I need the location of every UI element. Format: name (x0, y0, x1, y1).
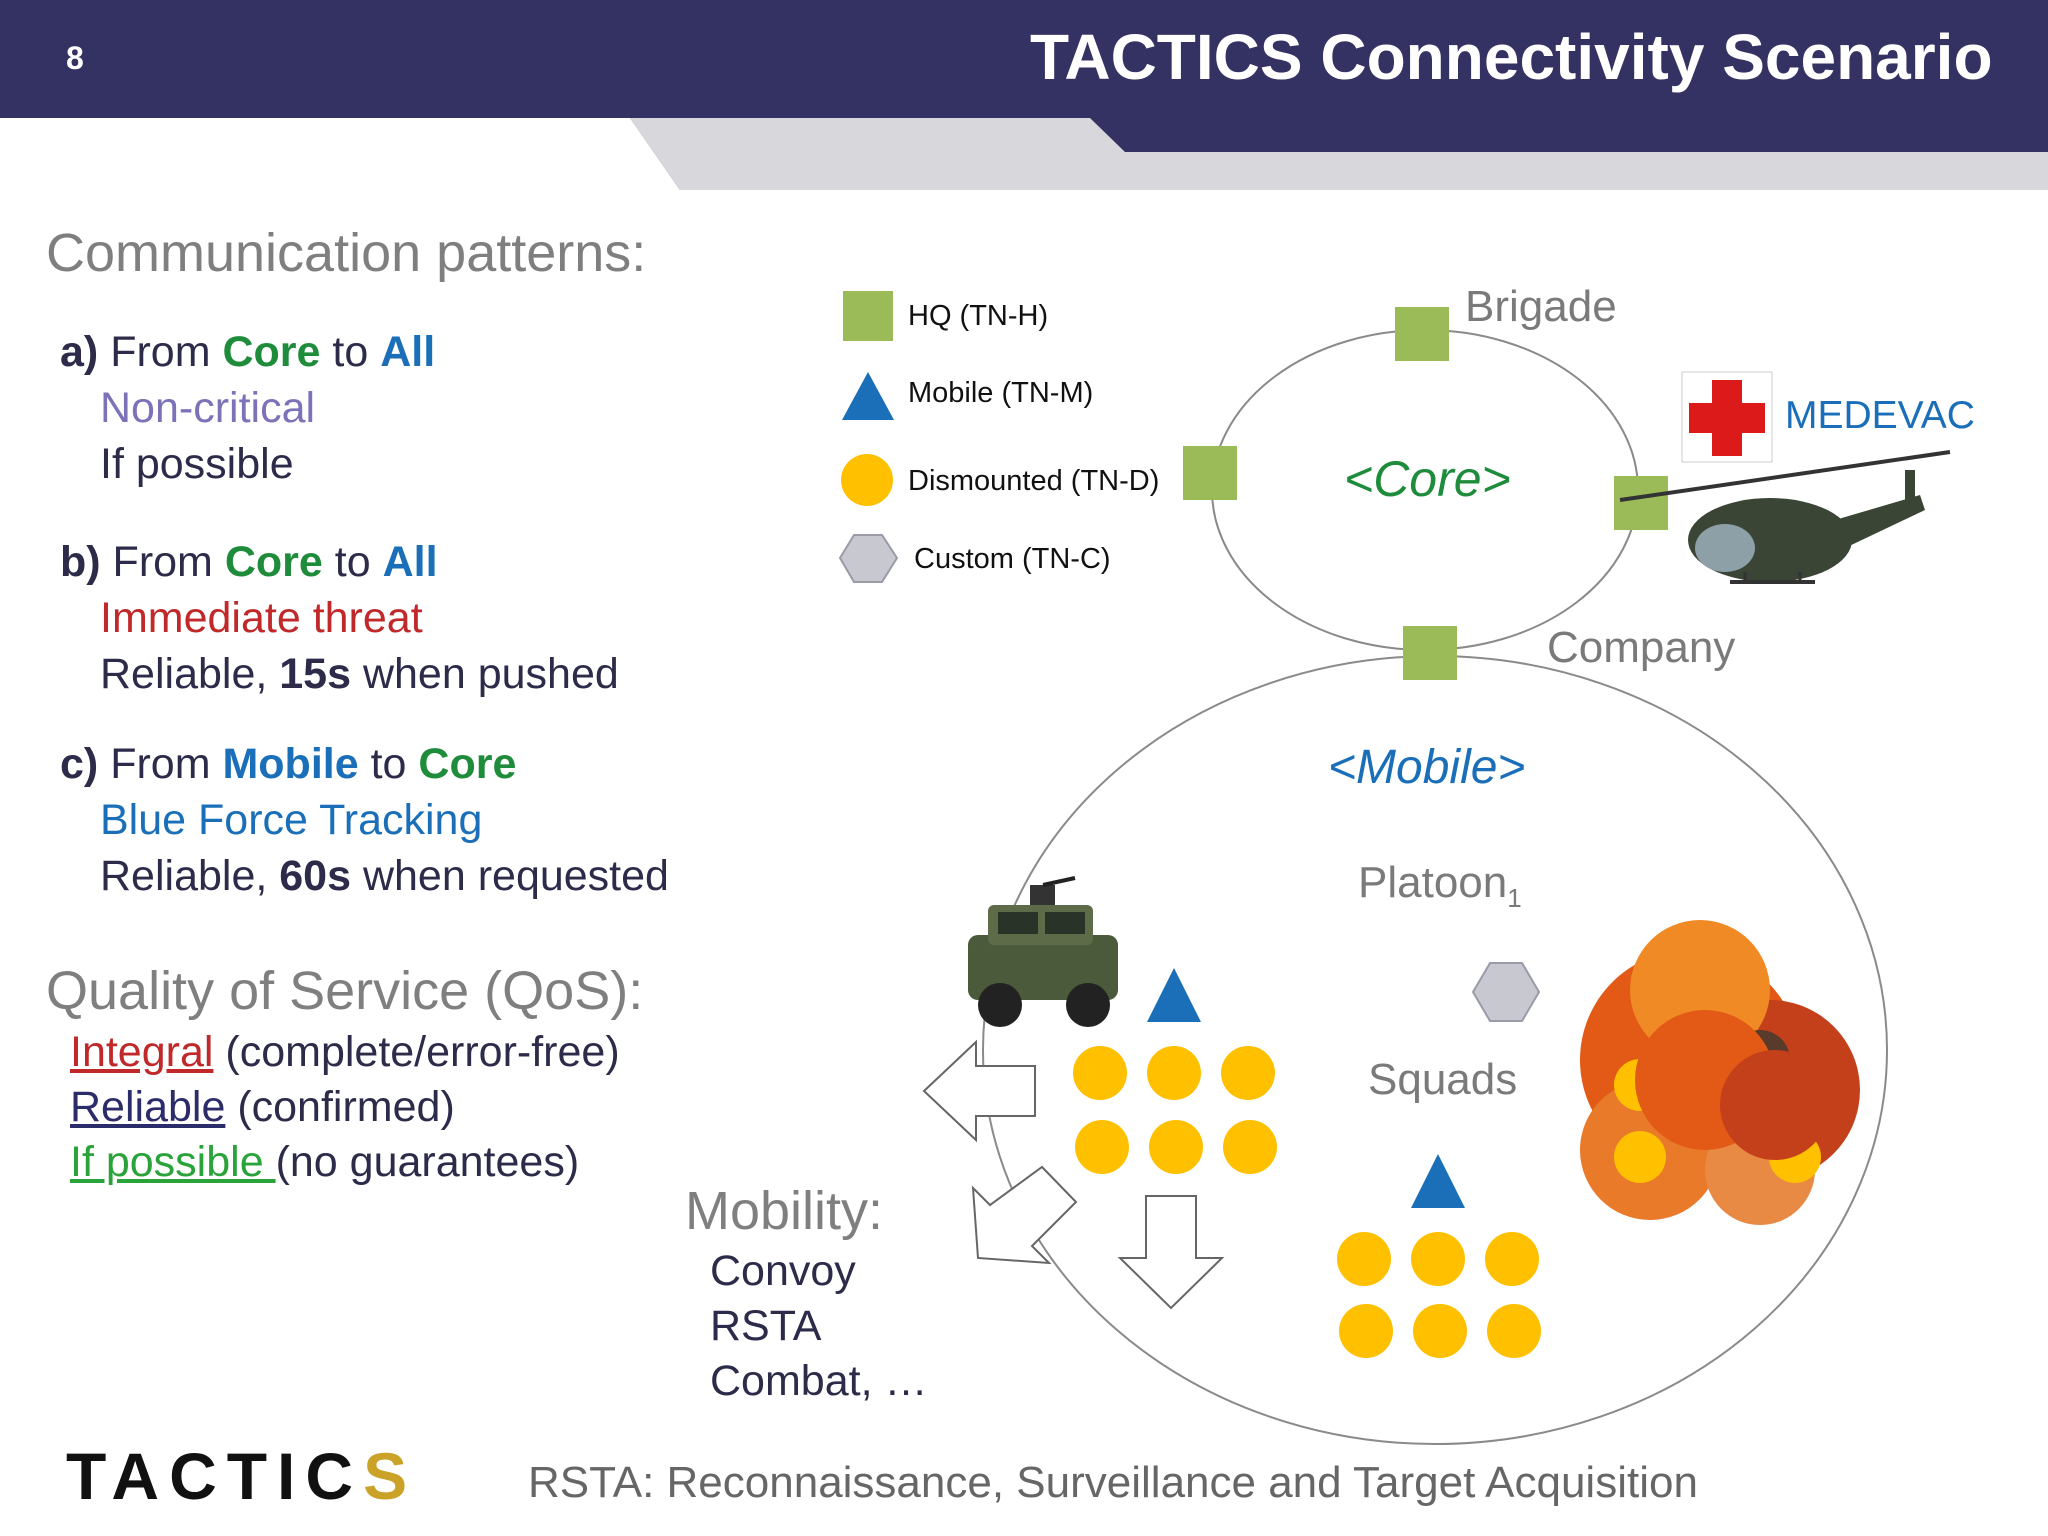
qos-heading: Quality of Service (QoS): (46, 961, 644, 1021)
mobility-heading: Mobility: (685, 1181, 884, 1241)
qos-item-if-possible: If possible (no guarantees) (70, 1138, 580, 1186)
tactics-logo: TACTICS (66, 1439, 418, 1513)
squads-label: Squads (1368, 1055, 1518, 1104)
legend-mobile-label: Mobile (TN-M) (908, 377, 1094, 409)
legend-mobile-icon (842, 372, 894, 420)
arrow-down-icon (1117, 1195, 1225, 1310)
company-label: Company (1547, 623, 1736, 672)
pattern-b-line2: Reliable, 15s when pushed (100, 650, 619, 698)
pattern-a-title: a) From Core to All (60, 328, 436, 376)
hq-node-east (1614, 476, 1668, 530)
pattern-a-line1: Non-critical (100, 384, 316, 432)
brigade-label: Brigade (1465, 282, 1617, 331)
custom-node (1471, 962, 1541, 1022)
arrow-down-left-icon (971, 1165, 1078, 1265)
qos-item-reliable: Reliable (confirmed) (70, 1083, 455, 1131)
legend-hq-label: HQ (TN-H) (908, 300, 1049, 332)
pattern-c-title: c) From Mobile to Core (60, 740, 517, 788)
platoon-label: Platoon1 (1358, 858, 1522, 913)
header-band (0, 0, 2048, 190)
helicopter-icon (1619, 450, 1951, 584)
pattern-b-line1: Immediate threat (100, 594, 423, 642)
hq-node-brigade (1395, 307, 1449, 361)
mobile-node-1 (1147, 968, 1201, 1022)
legend-custom-label: Custom (TN-C) (914, 543, 1111, 575)
core-label: <Core> (1344, 451, 1511, 507)
legend-dismounted-label: Dismounted (TN-D) (908, 465, 1160, 497)
footer-note: RSTA: Reconnaissance, Surveillance and T… (528, 1458, 1698, 1507)
hq-node-west (1183, 446, 1237, 500)
slide-title: TACTICS Connectivity Scenario (1030, 21, 1993, 93)
legend-hq-icon (843, 291, 893, 341)
medevac-cross-h (1689, 403, 1765, 433)
pattern-b-title: b) From Core to All (60, 538, 438, 586)
medevac-label: MEDEVAC (1785, 394, 1975, 437)
legend-dismounted-icon (841, 454, 893, 506)
military-vehicle-icon (968, 876, 1118, 1027)
squad-2 (1337, 1232, 1541, 1358)
qos-item-integral: Integral (complete/error-free) (70, 1028, 620, 1076)
arrow-left-icon (922, 1039, 1036, 1143)
legend-custom-icon (838, 534, 899, 583)
explosion-front (1635, 1010, 1830, 1160)
slide-number: 8 (66, 40, 84, 76)
squad-1 (1073, 1046, 1277, 1174)
pattern-a-line2: If possible (100, 440, 294, 488)
hq-node-company (1403, 626, 1457, 680)
pattern-c-line1: Blue Force Tracking (100, 796, 483, 844)
mobile-node-2 (1411, 1154, 1465, 1208)
pattern-c-line2: Reliable, 60s when requested (100, 852, 669, 900)
mobility-item-combat: Combat, … (710, 1357, 928, 1405)
comm-heading: Communication patterns: (46, 223, 647, 283)
mobility-item-convoy: Convoy (710, 1247, 856, 1295)
mobile-label: <Mobile> (1328, 741, 1526, 794)
mobility-item-rsta: RSTA (710, 1302, 822, 1350)
